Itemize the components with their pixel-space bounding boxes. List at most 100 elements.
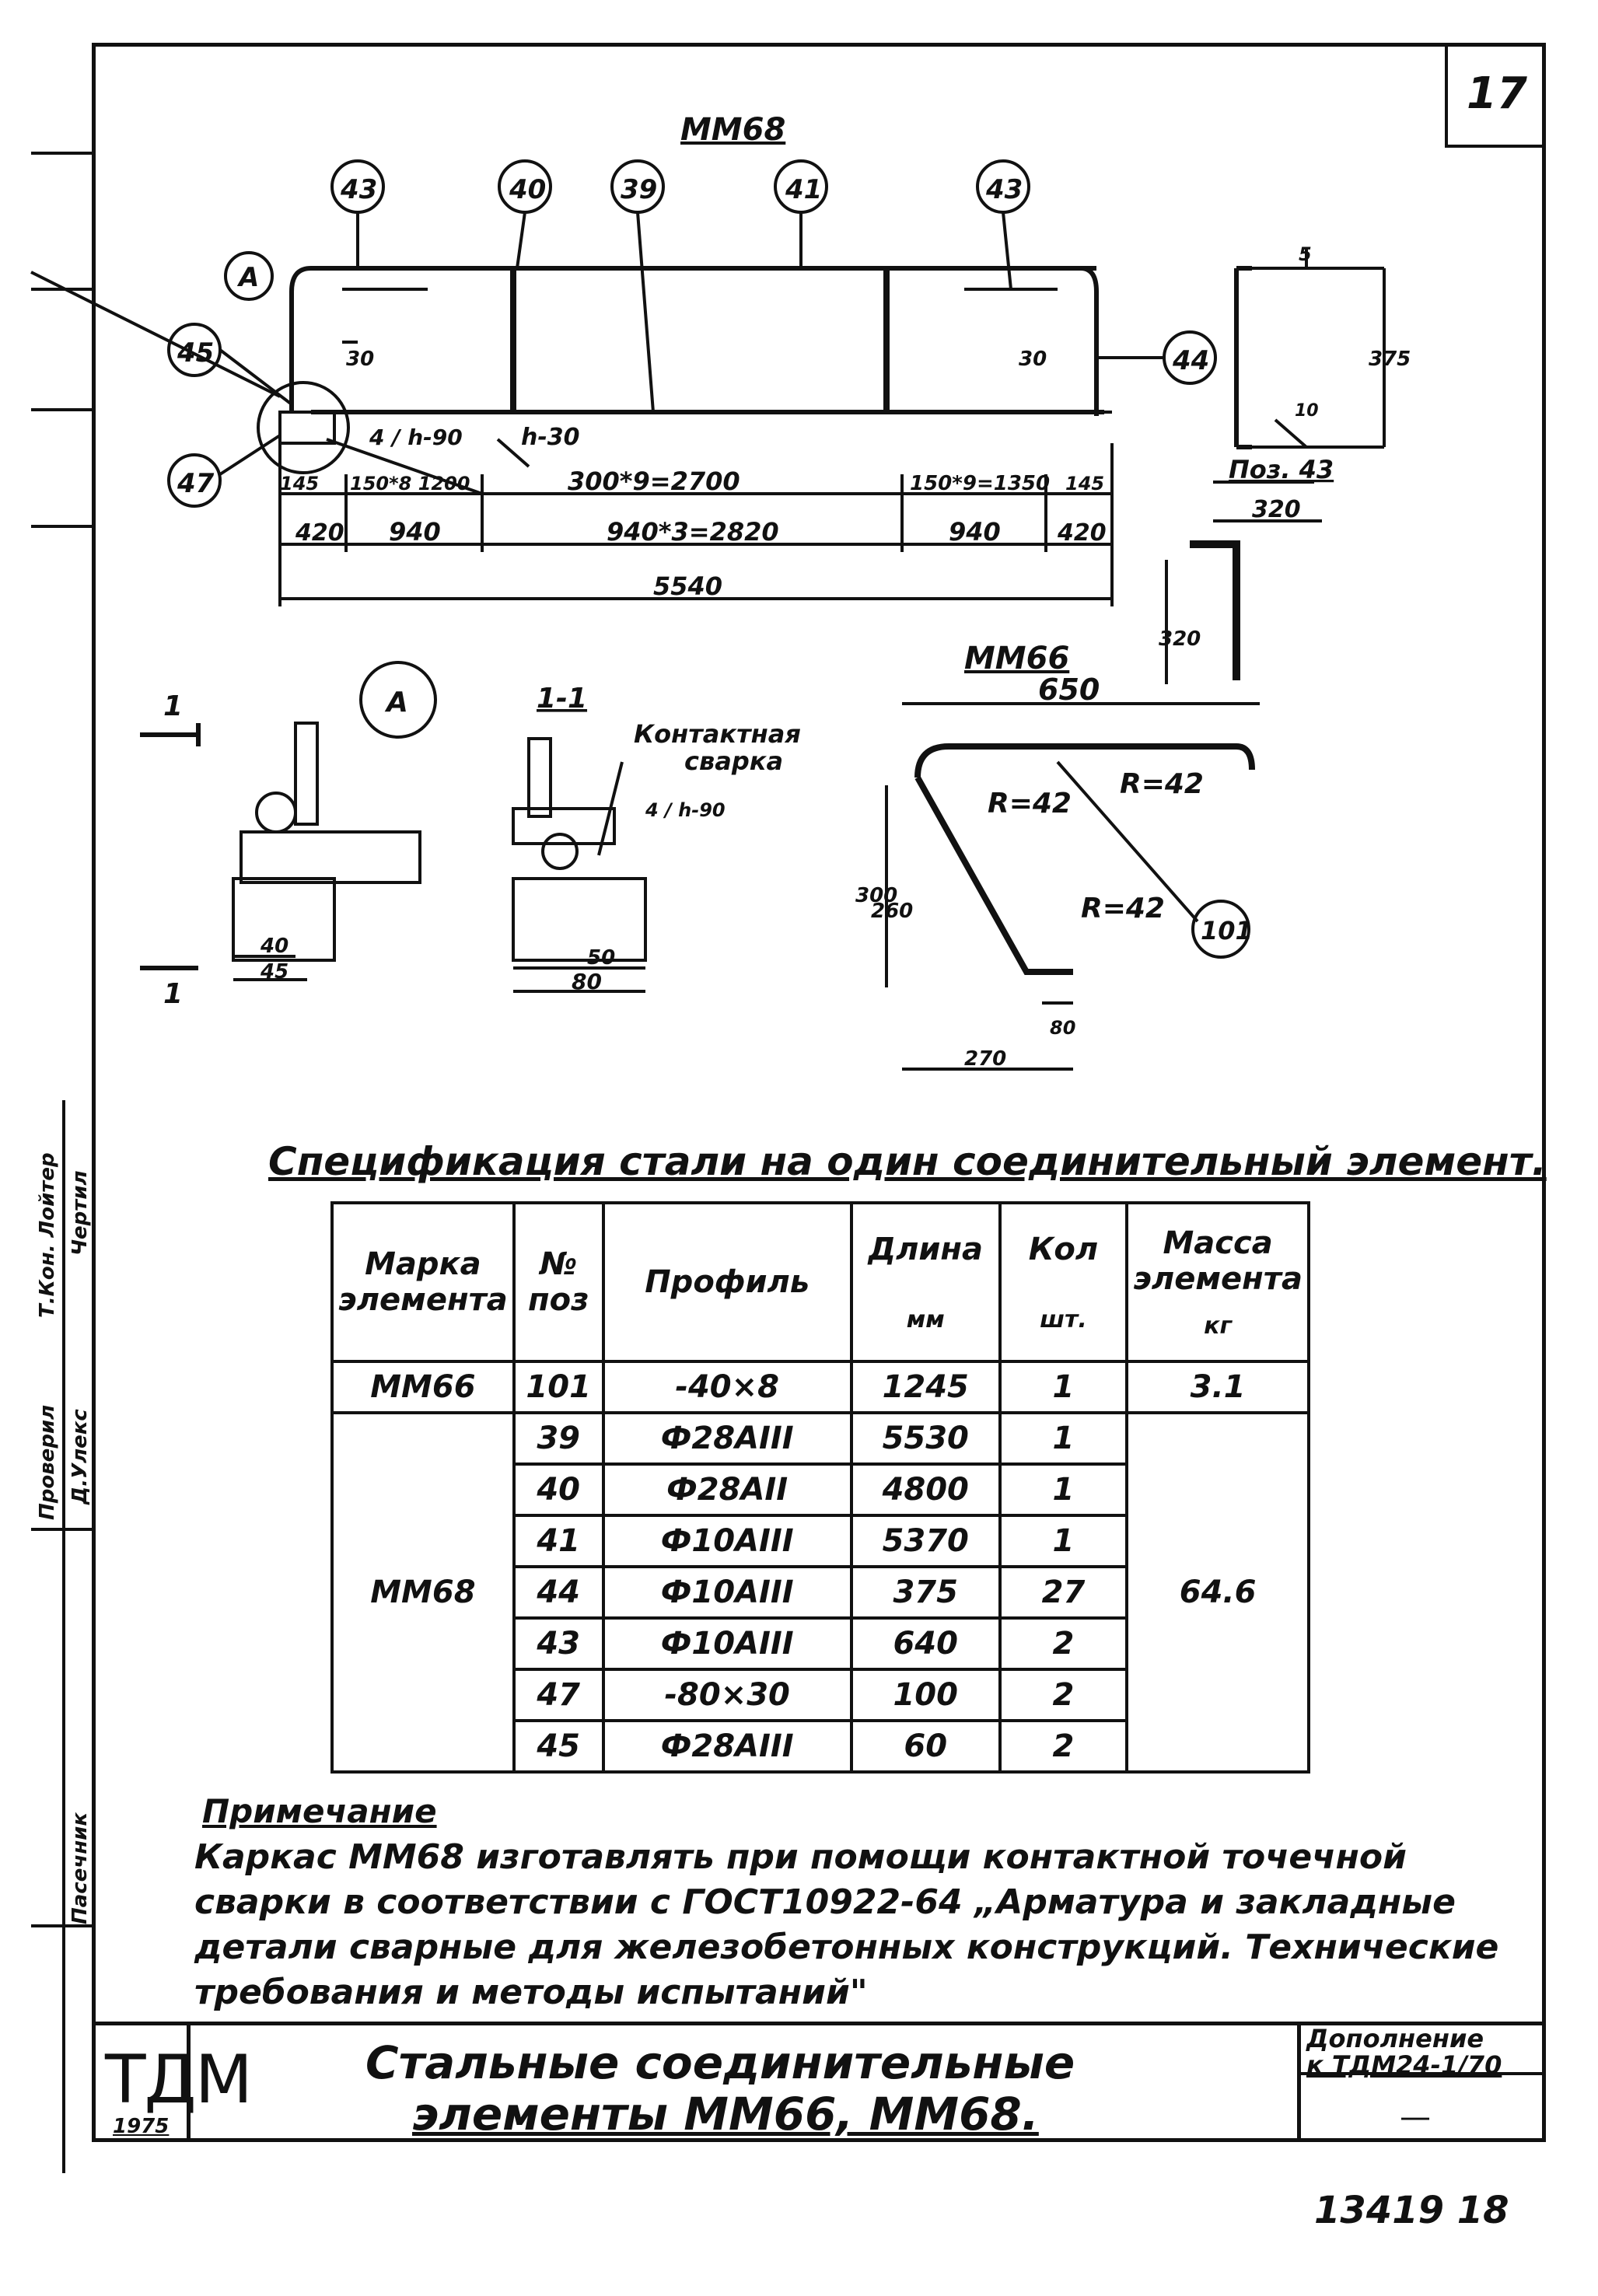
cell-qty: 1 bbox=[998, 1411, 1129, 1466]
header-pos: № поз bbox=[512, 1201, 605, 1363]
dim-label: 300*9=2700 bbox=[568, 467, 740, 496]
weld-label: h-30 bbox=[521, 424, 580, 451]
pos43-label: Поз. 43 bbox=[1229, 455, 1334, 484]
dim-label: 320 bbox=[1159, 627, 1201, 651]
cell-profile: Ф28АII bbox=[601, 1463, 853, 1517]
cell-profile: Ф10АIII bbox=[601, 1514, 853, 1568]
cell-length: 4800 bbox=[849, 1463, 1002, 1517]
dim-label: 150*8 1200 bbox=[350, 473, 470, 494]
table-row: 43 Ф10АIII 640 2 bbox=[332, 1616, 1309, 1671]
spec-title: Спецификация стали на один соединительны… bbox=[268, 1139, 1547, 1184]
cell-mark: ММ68 bbox=[330, 1411, 516, 1774]
cell-length: 100 bbox=[849, 1668, 1002, 1722]
cell-pos: 101 bbox=[512, 1360, 605, 1414]
cell-qty: 1 bbox=[998, 1463, 1129, 1517]
cell-length: 640 bbox=[849, 1616, 1002, 1671]
cell-mass: 64.6 bbox=[1125, 1411, 1310, 1774]
dim-label: 80 bbox=[1050, 1017, 1075, 1039]
dim-label: 145 bbox=[1065, 473, 1104, 494]
cell-length: 5370 bbox=[849, 1514, 1002, 1568]
dim-label: 260 bbox=[871, 900, 913, 923]
title-mm66: ММ66 bbox=[964, 641, 1069, 676]
dim-label: 420 bbox=[295, 519, 344, 547]
cell-mark: ММ66 bbox=[330, 1360, 516, 1414]
cell-qty: 1 bbox=[998, 1514, 1129, 1568]
dim-label: 30 bbox=[1019, 348, 1047, 371]
archive-number: 13419 18 bbox=[1314, 2189, 1509, 2232]
weld-label: 4 / h-90 bbox=[369, 425, 463, 450]
dim-label: 375 bbox=[1369, 348, 1411, 371]
section-mark: 1 bbox=[163, 978, 183, 1010]
weld-label: 4 / h-90 bbox=[645, 799, 726, 821]
sheet-dash: — bbox=[1400, 2099, 1431, 2135]
cell-pos: 43 bbox=[512, 1616, 605, 1671]
table-row: ММ66 101 -40×8 1245 1 3.1 bbox=[330, 1360, 1310, 1414]
table-row: 41 Ф10АIII 5370 1 bbox=[332, 1514, 1309, 1568]
dim-label: 5 bbox=[1299, 243, 1312, 265]
dim-label: 40 bbox=[260, 935, 288, 958]
title-mm68: ММ68 bbox=[680, 112, 785, 148]
sheet-number: 17 bbox=[1445, 43, 1546, 148]
dim-label: 45 bbox=[260, 960, 288, 984]
section-title: 1-1 bbox=[537, 683, 587, 715]
dim-label: 80 bbox=[572, 969, 602, 994]
dim-total: 5540 bbox=[653, 571, 722, 601]
note-title: Примечание bbox=[202, 1792, 437, 1830]
stamp-text: Т.Кон. Лойтер bbox=[36, 1152, 59, 1318]
dim-label: 940 bbox=[949, 517, 1001, 547]
dim-label: 145 bbox=[280, 473, 319, 494]
dim-label: 150*9=1350 bbox=[910, 472, 1050, 495]
cell-qty: 2 bbox=[998, 1668, 1129, 1722]
callout-label: 44 bbox=[1172, 345, 1209, 376]
title-divider bbox=[187, 2022, 191, 2142]
section-note: сварка bbox=[684, 746, 783, 776]
year-label: 1975 bbox=[113, 2115, 170, 2138]
radius-label: R=42 bbox=[988, 788, 1072, 820]
cell-length: 1245 bbox=[849, 1360, 1002, 1414]
cell-pos: 44 bbox=[512, 1565, 605, 1620]
cell-length: 60 bbox=[849, 1719, 1002, 1774]
header-mark: Марка элемента bbox=[330, 1201, 516, 1363]
cell-mass: 3.1 bbox=[1125, 1360, 1310, 1414]
header-profile: Профиль bbox=[601, 1201, 853, 1363]
cell-qty: 2 bbox=[998, 1719, 1129, 1774]
detail-a-label: А bbox=[384, 687, 408, 718]
cell-profile: -80×30 bbox=[601, 1668, 853, 1722]
dim-label: 10 bbox=[1295, 401, 1319, 421]
callout-label: 41 bbox=[785, 174, 822, 205]
cell-qty: 27 bbox=[998, 1565, 1129, 1620]
table-row: 44 Ф10АIII 375 27 bbox=[332, 1565, 1309, 1620]
table-row: 40 Ф28АII 4800 1 bbox=[332, 1463, 1309, 1517]
table-row: ММ68 39 Ф28АIII 5530 1 64.6 bbox=[330, 1411, 1310, 1774]
callout-label: 40 bbox=[509, 174, 546, 205]
dim-label: 650 bbox=[1038, 673, 1100, 707]
cell-profile: Ф28АIII bbox=[601, 1411, 853, 1466]
cell-length: 5530 bbox=[849, 1411, 1002, 1466]
title-divider bbox=[1297, 2022, 1301, 2142]
stamp-text: Проверил bbox=[36, 1404, 59, 1520]
technical-drawing: ММ68 43 40 39 41 43 А 45 47 44 30 30 4 /… bbox=[30, 112, 1411, 1071]
stamp-text: Пасечник bbox=[68, 1812, 92, 1924]
radius-label: R=42 bbox=[1120, 768, 1204, 800]
section-note: Контактная bbox=[634, 719, 801, 749]
callout-a: А bbox=[236, 262, 259, 293]
cell-pos: 47 bbox=[512, 1668, 605, 1722]
supplement-label: Дополнение к ТДМ24-1/70 bbox=[1306, 2024, 1502, 2080]
cell-profile: Ф10АIII bbox=[601, 1565, 853, 1620]
stamp-text: Чертил bbox=[68, 1170, 92, 1256]
dim-label: 50 bbox=[587, 946, 615, 970]
dim-label: 940*3=2820 bbox=[607, 517, 779, 547]
table-row: 45 Ф28АIII 60 2 bbox=[332, 1719, 1309, 1774]
cell-profile: -40×8 bbox=[601, 1360, 853, 1414]
cell-pos: 45 bbox=[512, 1719, 605, 1774]
title-divider bbox=[1297, 2072, 1546, 2075]
cell-pos: 41 bbox=[512, 1514, 605, 1568]
dim-label: 270 bbox=[964, 1047, 1006, 1071]
cell-pos: 40 bbox=[512, 1463, 605, 1517]
radius-label: R=42 bbox=[1081, 893, 1165, 924]
note-text: Каркас ММ68 изготавлять при помощи конта… bbox=[194, 1837, 1499, 2012]
cell-profile: Ф28АIII bbox=[601, 1719, 853, 1774]
